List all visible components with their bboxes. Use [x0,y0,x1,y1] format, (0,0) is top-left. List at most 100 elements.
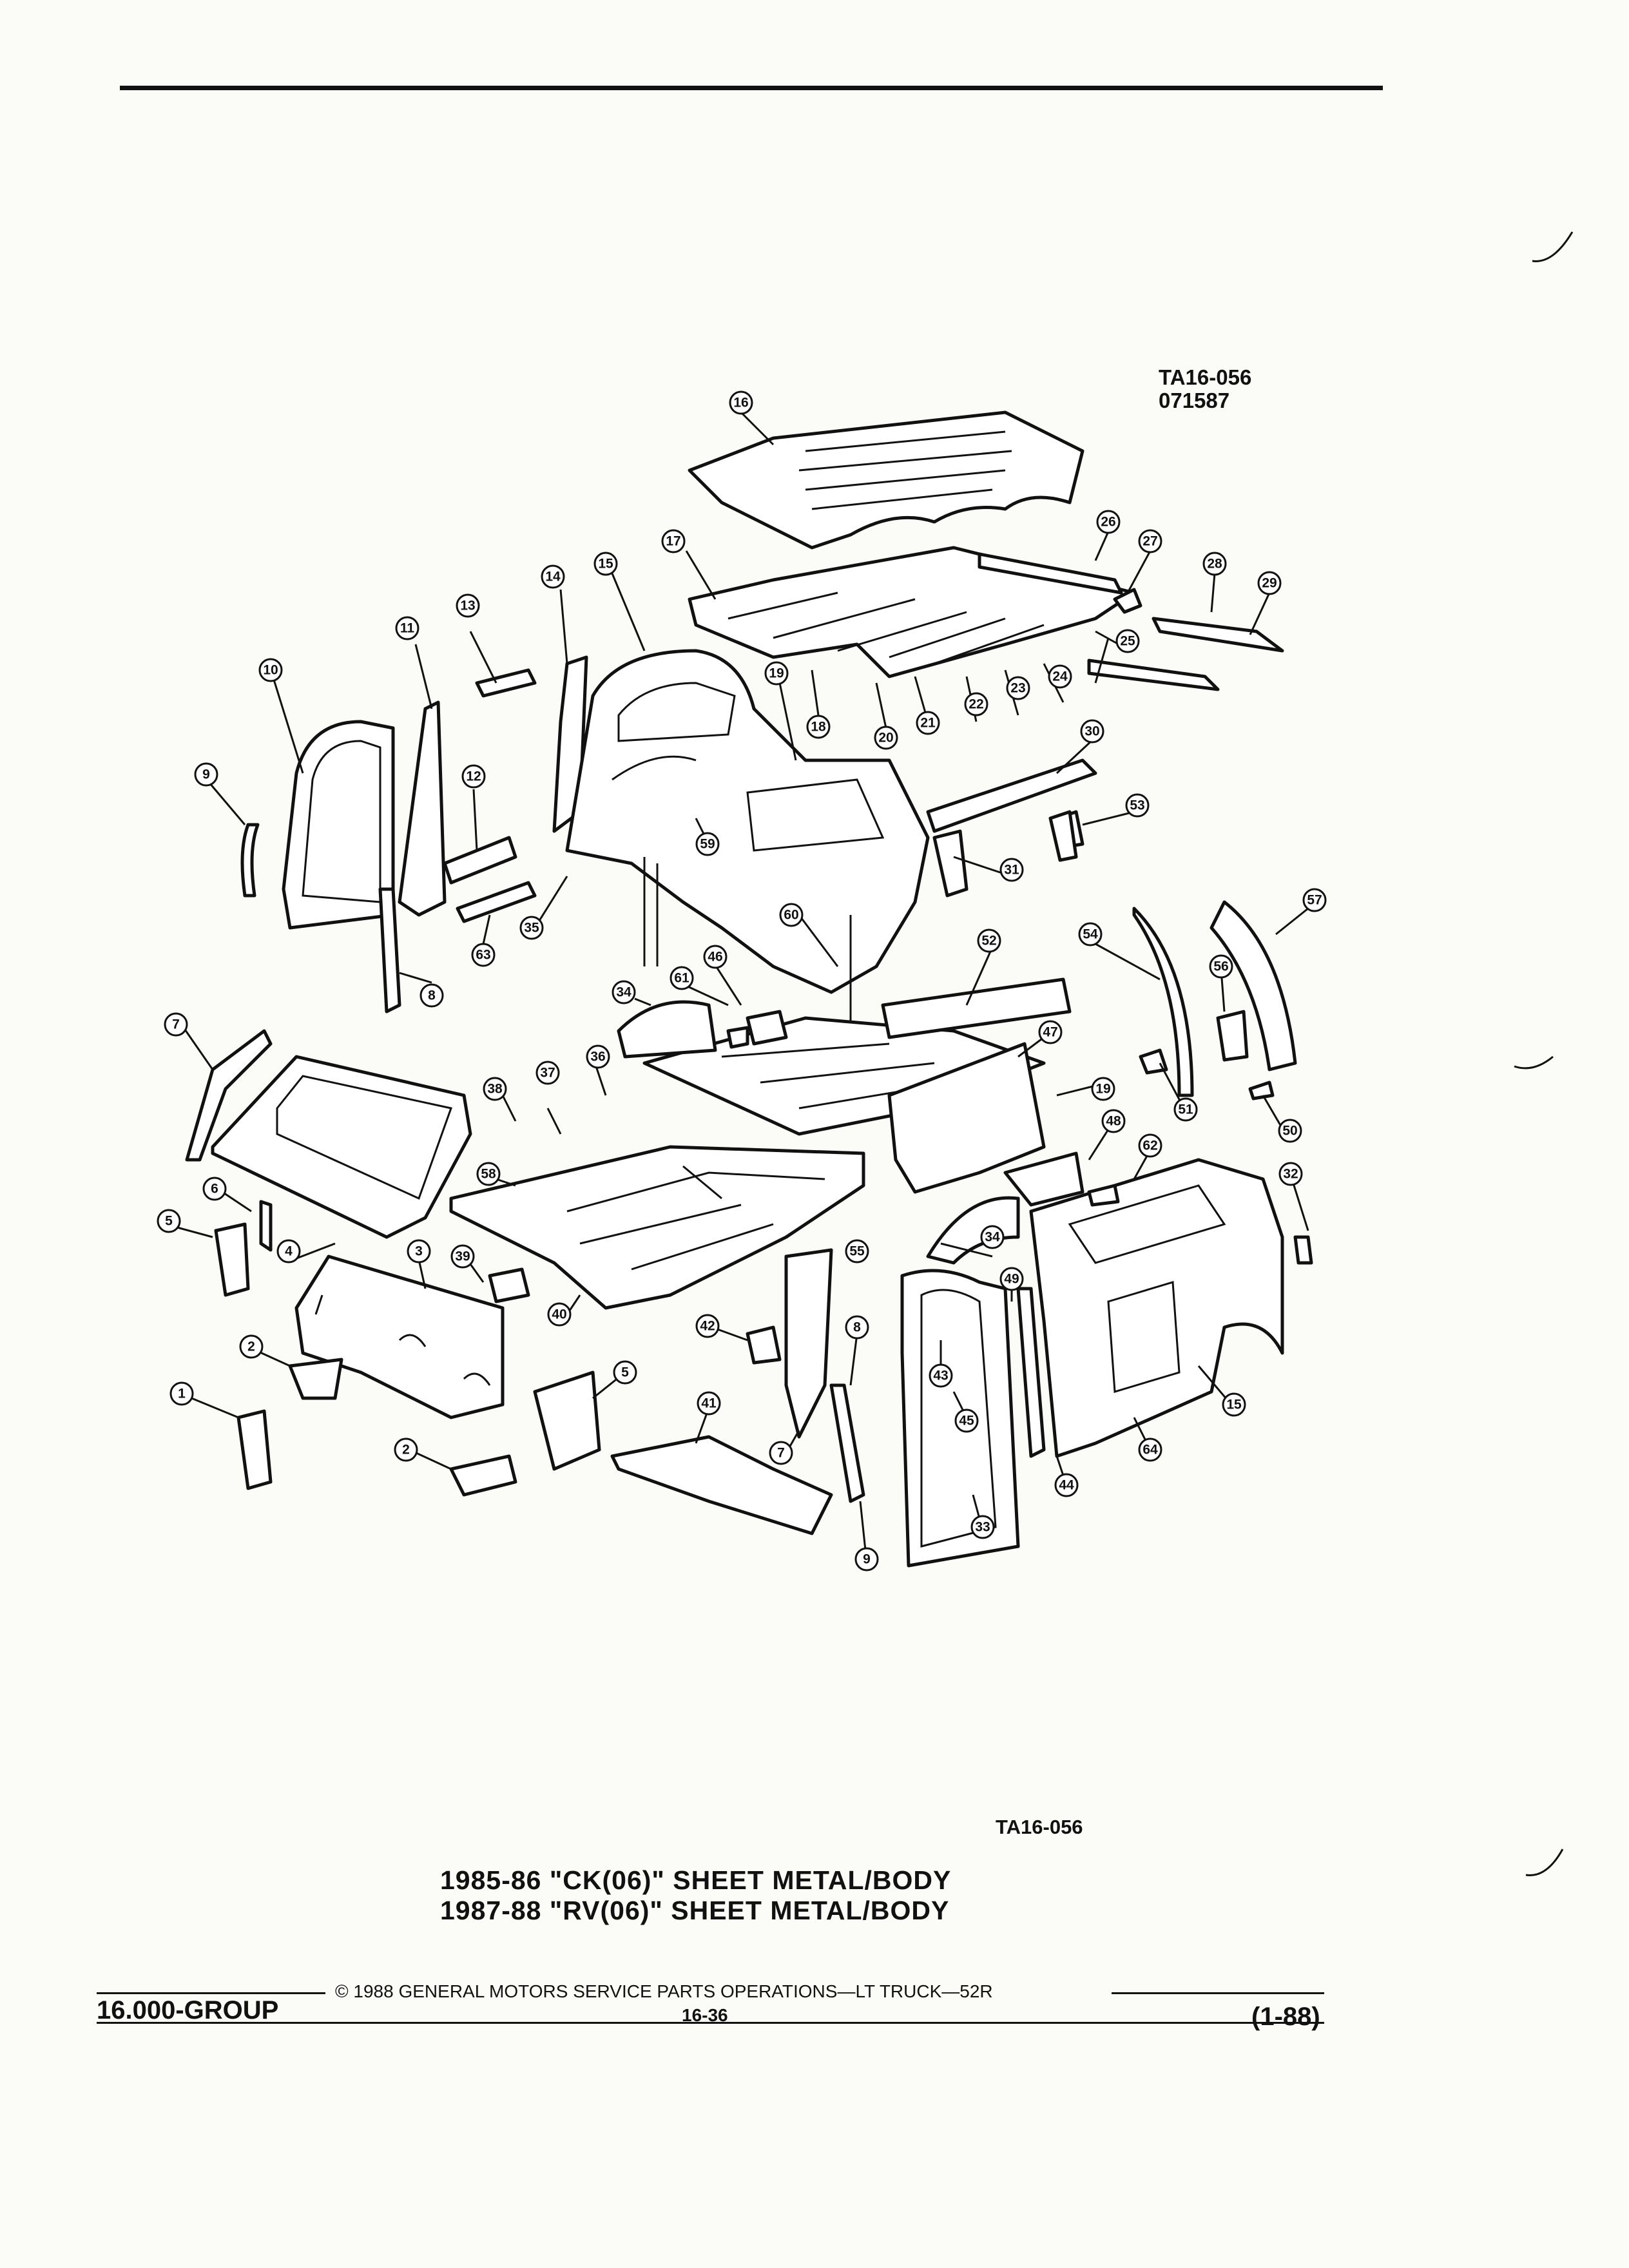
svg-text:47: 47 [1043,1025,1057,1040]
svg-text:57: 57 [1307,893,1322,908]
callout-44: 44 [1054,1473,1079,1497]
callout-38: 38 [483,1077,507,1101]
callout-leaders [177,411,1309,1563]
svg-text:4: 4 [285,1244,293,1259]
footer-rule-bottom [97,2022,1324,2024]
callout-15: 15 [593,552,618,576]
callout-11: 11 [395,616,419,640]
svg-text:53: 53 [1130,798,1144,813]
svg-text:54: 54 [1083,927,1098,942]
svg-text:50: 50 [1282,1124,1297,1139]
callout-34b: 34 [980,1225,1005,1249]
callout-48: 48 [1101,1109,1126,1133]
callout-34a: 34 [612,980,636,1004]
callout-1: 1 [169,1381,194,1406]
svg-text:30: 30 [1084,724,1099,739]
svg-text:11: 11 [400,621,415,636]
svg-text:24: 24 [1052,669,1068,684]
figure-code: TA16-056 [1159,365,1252,389]
svg-text:42: 42 [700,1319,715,1334]
callout-53: 53 [1125,793,1150,818]
callout-50: 50 [1278,1119,1302,1143]
svg-text:12: 12 [466,769,481,784]
svg-text:15: 15 [1226,1398,1242,1412]
svg-text:51: 51 [1178,1102,1193,1117]
callout-36: 36 [586,1044,610,1069]
svg-text:18: 18 [811,720,826,735]
callout-33: 33 [970,1515,995,1539]
callout-40: 40 [547,1302,572,1327]
svg-text:5: 5 [165,1214,173,1229]
svg-text:37: 37 [540,1066,555,1081]
svg-text:17: 17 [666,534,680,549]
callout-45: 45 [954,1408,979,1433]
callout-28: 28 [1202,552,1227,576]
callout-23: 23 [1006,676,1030,700]
callout-27: 27 [1138,529,1162,553]
svg-text:2: 2 [402,1443,410,1457]
svg-text:34: 34 [616,985,631,1000]
svg-text:1: 1 [178,1387,186,1401]
part-body-side-outer [1029,1158,1284,1458]
svg-text:20: 20 [878,731,893,745]
callout-13: 13 [456,593,480,618]
svg-text:10: 10 [263,663,278,678]
svg-text:2: 2 [247,1340,255,1354]
callout-9: 9 [194,762,218,787]
callout-35: 35 [519,916,544,940]
svg-text:9: 9 [863,1552,871,1567]
svg-text:39: 39 [455,1249,470,1264]
callout-57: 57 [1302,888,1327,912]
svg-text:6: 6 [211,1182,218,1196]
svg-text:5: 5 [621,1365,629,1380]
callout-59: 59 [695,832,720,856]
callout-18: 18 [806,715,831,739]
svg-text:56: 56 [1213,959,1228,974]
callout-51: 51 [1173,1097,1198,1122]
callout-41: 41 [697,1391,721,1416]
svg-text:41: 41 [701,1396,717,1411]
callout-5b: 5 [613,1360,637,1385]
svg-text:38: 38 [487,1082,503,1097]
svg-text:19: 19 [769,666,784,681]
footer-page-number: 16-36 [682,2005,728,2025]
svg-text:14: 14 [545,570,561,584]
callout-6: 6 [202,1177,227,1201]
svg-text:49: 49 [1004,1272,1019,1287]
callout-5a: 5 [157,1209,181,1233]
callout-22: 22 [964,692,988,716]
svg-text:32: 32 [1283,1167,1298,1182]
callout-7a: 7 [164,1012,188,1037]
svg-text:26: 26 [1101,515,1115,530]
svg-text:43: 43 [933,1369,948,1383]
footer-revision: (1-88) [1251,2003,1320,2031]
part-small-brackets [236,1267,833,1535]
svg-text:9: 9 [202,767,210,782]
svg-text:16: 16 [733,396,748,410]
svg-text:23: 23 [1010,681,1025,696]
callout-20: 20 [874,726,898,750]
callout-46: 46 [703,945,728,969]
svg-text:62: 62 [1142,1139,1157,1153]
part-rear-door-frame [784,1248,1046,1568]
binder-marks [1514,231,1574,1876]
svg-text:21: 21 [920,716,936,731]
footer-group: 16.000-GROUP [97,1996,279,2024]
callout-56: 56 [1209,954,1233,979]
callout-8b: 8 [845,1315,869,1340]
svg-text:64: 64 [1142,1443,1158,1457]
callout-12: 12 [461,764,486,789]
svg-text:61: 61 [674,971,689,986]
callout-labels: 16 26 27 28 29 17 14 15 13 11 10 9 12 63… [157,390,1327,1571]
top-rule [120,86,1383,90]
callout-14: 14 [541,564,565,589]
part-roof-frame [688,546,1136,678]
callout-8: 8 [419,983,444,1008]
callout-54: 54 [1078,922,1103,947]
svg-text:60: 60 [784,908,798,923]
svg-text:29: 29 [1262,576,1277,591]
callout-30: 30 [1080,719,1104,744]
callout-26: 26 [1096,510,1121,534]
svg-text:34: 34 [985,1230,1000,1245]
callout-49: 49 [999,1267,1024,1291]
